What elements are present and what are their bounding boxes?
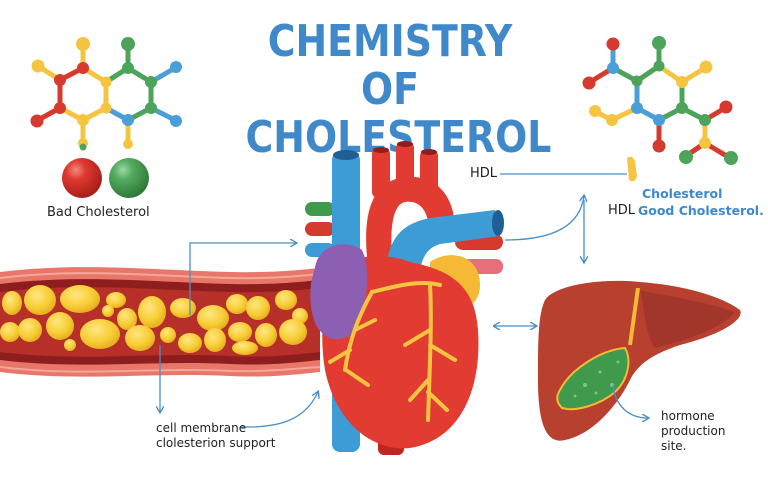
hdl-label-bottom: HDL xyxy=(608,203,636,218)
good-cholesterol-label: Good Cholesterol. xyxy=(638,203,764,218)
green-ball-icon xyxy=(109,158,149,198)
hormone-line-1: hormone xyxy=(661,409,715,423)
artery-plaque-illustration xyxy=(0,267,321,377)
right-molecule-icon xyxy=(582,36,738,165)
arrow-artery-to-heart xyxy=(189,243,296,315)
cell-membrane-line-1: cell membrane xyxy=(156,421,247,435)
left-molecule-icon xyxy=(30,37,182,151)
cell-membrane-line-2: clolesterion support xyxy=(156,436,276,450)
liver-illustration xyxy=(538,280,741,441)
hdl-label-top: HDL xyxy=(470,166,498,181)
title-line-1: CHEMISTRY OF xyxy=(267,16,513,115)
hormone-line-3: site. xyxy=(661,439,687,453)
hdl-particle-icon xyxy=(627,156,637,182)
connector-lines xyxy=(160,173,648,428)
arrow-membrane-to-heart xyxy=(239,392,318,428)
arrow-heart-to-hdl xyxy=(504,196,584,241)
hormone-line-2: production xyxy=(661,424,726,438)
cholesterol-label: Cholesterol xyxy=(642,186,723,201)
bad-cholesterol-label: Bad Cholesterol xyxy=(47,205,150,220)
hormone-production-label: hormone production site. xyxy=(661,409,725,454)
arrow-gallbladder-hormone xyxy=(612,384,648,418)
cell-membrane-label: cell membrane clolesterion support xyxy=(156,421,275,451)
heart-illustration xyxy=(305,141,504,455)
page-title: CHEMISTRY OF CHOLESTEROL xyxy=(246,16,552,162)
red-ball-icon xyxy=(62,158,102,198)
